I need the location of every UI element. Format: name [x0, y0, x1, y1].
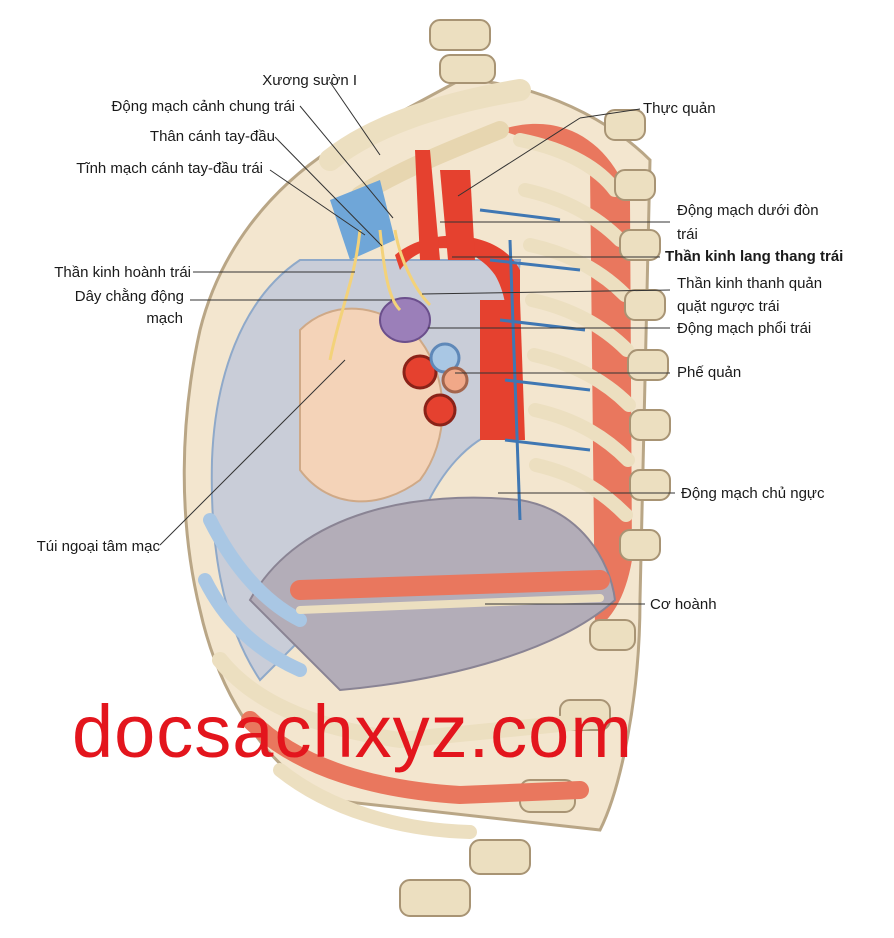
label-ligamentum-arteriosum-line1: Dây chằng động — [74, 288, 184, 305]
label-pericardial-sac: Túi ngoại tâm mạc — [36, 538, 160, 555]
label-ligamentum-arteriosum-line2: mạch — [146, 310, 183, 327]
label-left-vagus-nerve: Thần kinh lang thang trái — [665, 248, 844, 265]
hilum-cross-sections — [402, 342, 469, 427]
label-recurrent-laryngeal-nerve-line1: Thần kinh thanh quản — [677, 275, 823, 292]
label-first-rib: Xương sườn I — [262, 72, 357, 89]
anterior-ribs — [198, 513, 610, 839]
posterior-chest-muscle — [500, 123, 632, 630]
label-recurrent-laryngeal-nerve-line2: quặt ngược trái — [677, 298, 780, 315]
pulmonary-artery-shape — [379, 297, 431, 343]
label-diaphragm: Cơ hoành — [650, 596, 717, 613]
brachiocephalic-vein-shape — [330, 180, 395, 260]
posterior-ribs — [513, 133, 636, 522]
label-esophagus: Thực quản — [643, 100, 716, 117]
label-left-pulmonary-artery: Động mạch phổi trái — [677, 320, 812, 337]
label-left-subclavian-artery-line2: trái — [677, 226, 698, 243]
subclavian-artery-shape — [440, 170, 475, 260]
label-left-brachiocephalic-vein: Tĩnh mạch cánh tay-đầu trái — [76, 160, 263, 177]
label-brachiocephalic-trunk: Thân cánh tay-đầu — [149, 128, 275, 145]
intercostal-veins — [479, 208, 591, 521]
watermark-text: docsachxyz.com — [72, 690, 633, 773]
label-thoracic-aorta: Động mạch chủ ngực — [681, 485, 825, 502]
first-rib — [319, 79, 531, 171]
label-left-phrenic-nerve: Thần kinh hoành trái — [54, 264, 191, 281]
carotid-artery-shape — [415, 150, 440, 260]
label-left-subclavian-artery-line1: Động mạch dưới đòn — [677, 202, 819, 219]
label-bronchus: Phế quản — [677, 364, 742, 381]
label-left-common-carotid-artery: Động mạch cảnh chung trái — [111, 98, 295, 115]
nerves — [328, 229, 432, 361]
leader-lines — [159, 81, 675, 605]
